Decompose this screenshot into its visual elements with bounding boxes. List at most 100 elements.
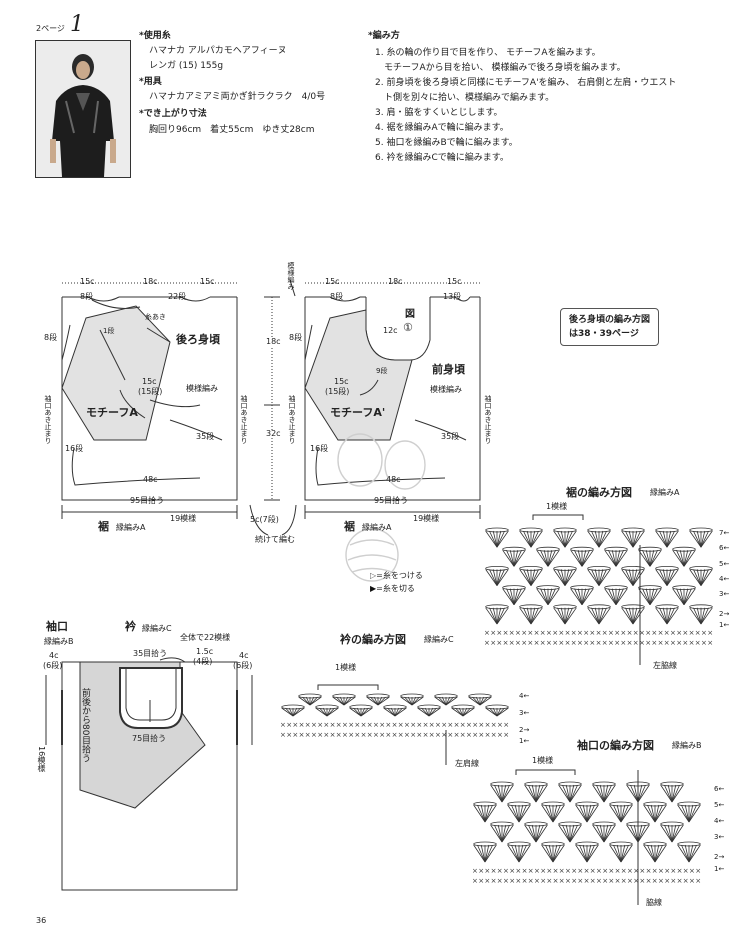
svg-text:×: × (392, 731, 398, 739)
front-width-3: 15c (447, 277, 462, 286)
hem-chart-title: 裾の編み方図 (566, 486, 632, 499)
svg-text:×: × (509, 877, 515, 885)
svg-text:×: × (323, 731, 329, 739)
svg-text:×: × (540, 877, 546, 885)
svg-text:×: × (423, 731, 429, 739)
collar-c15: 1.5c (196, 647, 214, 656)
svg-text:×: × (503, 731, 509, 739)
svg-text:×: × (410, 721, 416, 729)
step-line: モチーフAから目を拾い、 模様編みで後ろ身頃を編みます。 (375, 63, 626, 73)
page-number: 36 (36, 916, 47, 925)
svg-text:×: × (317, 731, 323, 739)
svg-text:×: × (646, 867, 652, 875)
svg-text:×: × (571, 629, 577, 637)
svg-text:×: × (565, 867, 571, 875)
svg-text:×: × (484, 639, 490, 647)
svg-text:×: × (404, 731, 410, 739)
svg-text:×: × (491, 867, 497, 875)
svg-text:×: × (589, 639, 595, 647)
svg-text:×: × (645, 629, 651, 637)
svg-text:×: × (584, 867, 590, 875)
svg-text:×: × (577, 877, 583, 885)
svg-text:×: × (565, 639, 571, 647)
svg-text:×: × (602, 877, 608, 885)
svg-text:×: × (521, 629, 527, 637)
svg-text:×: × (602, 867, 608, 875)
svg-text:×: × (633, 867, 639, 875)
svg-text:×: × (305, 731, 311, 739)
svg-text:×: × (546, 629, 552, 637)
svg-text:×: × (651, 639, 657, 647)
svg-text:×: × (472, 877, 478, 885)
front-hem: 裾 (344, 520, 355, 533)
hem-row-numbers: 7← 6← 5← 4← 3← 2→ 1← (719, 529, 729, 632)
svg-text:×: × (472, 731, 478, 739)
svg-text:×: × (664, 877, 670, 885)
hem-chart-repeat: 1模様 (546, 502, 568, 511)
svg-text:×: × (658, 629, 664, 637)
row-number: 2→ (719, 610, 730, 619)
svg-text:×: × (490, 639, 496, 647)
front-rows35: 35段 (441, 432, 460, 441)
cuff-chart-repeat: 1模様 (532, 756, 554, 765)
svg-text:×: × (515, 867, 521, 875)
svg-text:×: × (491, 721, 497, 729)
row-number: 5← (719, 559, 730, 568)
size-title: *でき上がり寸法 (139, 109, 207, 119)
svg-text:×: × (398, 731, 404, 739)
svg-text:×: × (534, 639, 540, 647)
cuff-c4a: 4c (49, 651, 59, 660)
model-figure (36, 41, 130, 177)
back-body-outline (61, 297, 238, 501)
svg-text:×: × (509, 629, 515, 637)
svg-text:×: × (503, 721, 509, 729)
dim-18: 18c (266, 337, 281, 346)
svg-text:×: × (472, 867, 478, 875)
svg-text:×: × (534, 629, 540, 637)
pattern-vertical: 模様編み (287, 262, 295, 290)
svg-text:×: × (682, 639, 688, 647)
svg-text:×: × (608, 867, 614, 875)
svg-text:×: × (484, 877, 490, 885)
collar-row-numbers: 4← 3← 2→ 1← (519, 692, 529, 748)
svg-text:×: × (527, 639, 533, 647)
svg-text:×: × (639, 867, 645, 875)
svg-text:×: × (633, 629, 639, 637)
hem-chart-edge: 縁編みA (650, 488, 680, 497)
back-row1: 1段 (103, 327, 115, 335)
svg-text:×: × (621, 867, 627, 875)
svg-text:×: × (558, 629, 564, 637)
collar-edge: 縁編みC (142, 624, 172, 633)
svg-text:×: × (429, 731, 435, 739)
svg-text:×: × (583, 629, 589, 637)
front-pick: 95目拾う (374, 496, 409, 505)
svg-text:×: × (485, 721, 491, 729)
svg-text:×: × (639, 877, 645, 885)
svg-text:×: × (584, 877, 590, 885)
tools-title: *用具 (139, 77, 162, 87)
step-line: 1. 糸の輪の作り目で目を作り、 モチーフAを編みます。 (375, 48, 601, 58)
row-number: 1← (714, 865, 725, 873)
svg-text:×: × (385, 731, 391, 739)
row-number: 4← (519, 692, 530, 700)
svg-text:×: × (652, 877, 658, 885)
svg-text:×: × (416, 721, 422, 729)
back-width-1: 15c (80, 277, 95, 286)
svg-text:×: × (398, 721, 404, 729)
svg-text:×: × (615, 867, 621, 875)
svg-text:×: × (707, 629, 713, 637)
svg-text:×: × (689, 629, 695, 637)
svg-text:×: × (627, 629, 633, 637)
svg-text:×: × (676, 629, 682, 637)
back-c15: 15c (142, 377, 157, 386)
step-line: ト側を別々に拾い、模様編みで編みます。 (375, 93, 555, 103)
svg-text:×: × (546, 877, 552, 885)
back-motif-hexagon (61, 305, 171, 441)
svg-text:×: × (646, 877, 652, 885)
svg-text:×: × (534, 877, 540, 885)
svg-text:×: × (627, 867, 633, 875)
row-number: 3← (519, 709, 530, 717)
svg-text:×: × (701, 629, 707, 637)
svg-text:×: × (478, 721, 484, 729)
svg-text:×: × (677, 867, 683, 875)
